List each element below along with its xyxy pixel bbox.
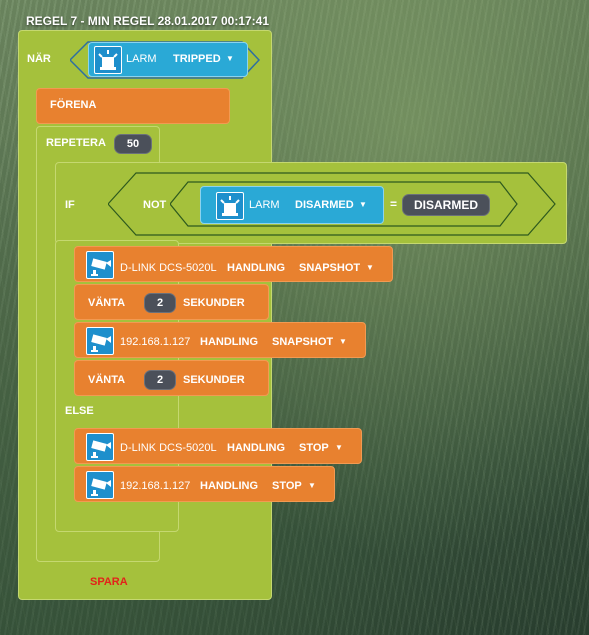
triangle-down-icon[interactable]: ▼ [339, 337, 347, 346]
wait-1-label: VÄNTA [88, 297, 126, 309]
rule-title: REGEL 7 - MIN REGEL 28.01.2017 00:17:41 [26, 14, 270, 28]
camera-icon [86, 433, 114, 461]
wait-2-label: VÄNTA [88, 374, 126, 386]
if-state-select[interactable]: DISARMED [295, 199, 354, 211]
siren-icon [94, 46, 122, 74]
else-action-2-label: HANDLING [200, 480, 259, 492]
camera-icon [86, 471, 114, 499]
save-button[interactable]: SPARA [90, 576, 128, 588]
if-device-name: LARM [249, 199, 280, 211]
combine-label: FÖRENA [50, 99, 97, 111]
else-action-1-label: HANDLING [227, 442, 286, 454]
else-action-block-camera-2[interactable] [74, 466, 335, 502]
else-action-2-device: 192.168.1.127 [120, 480, 191, 492]
not-label: NOT [143, 199, 167, 211]
camera-icon [86, 251, 114, 279]
action-2-select[interactable]: SNAPSHOT [272, 336, 334, 348]
action-1-label: HANDLING [227, 262, 286, 274]
when-event-select[interactable]: TRIPPED [173, 53, 221, 65]
action-1-device: D-LINK DCS-5020L [120, 262, 217, 274]
triangle-down-icon[interactable]: ▼ [226, 54, 234, 63]
repeat-count-input[interactable]: 50 [114, 134, 152, 154]
when-device-name: LARM [126, 53, 157, 65]
combine-block[interactable] [36, 88, 230, 124]
triangle-down-icon[interactable]: ▼ [308, 481, 316, 490]
triangle-down-icon[interactable]: ▼ [335, 443, 343, 452]
camera-icon [86, 327, 114, 355]
if-label: IF [65, 199, 75, 211]
repeat-label: REPETERA [46, 137, 106, 149]
triangle-down-icon[interactable]: ▼ [359, 200, 367, 209]
triangle-down-icon[interactable]: ▼ [366, 263, 374, 272]
else-action-2-select[interactable]: STOP [272, 480, 302, 492]
equals-operator: = [390, 197, 398, 211]
compare-value-input[interactable]: DISARMED [402, 194, 490, 216]
wait-2-input[interactable]: 2 [144, 370, 176, 390]
action-block-camera-1[interactable] [74, 246, 393, 282]
wait-1-unit: SEKUNDER [183, 297, 245, 309]
action-2-device: 192.168.1.127 [120, 336, 191, 348]
else-action-1-select[interactable]: STOP [299, 442, 329, 454]
else-label: ELSE [65, 405, 94, 417]
wait-2-unit: SEKUNDER [183, 374, 245, 386]
action-1-select[interactable]: SNAPSHOT [299, 262, 361, 274]
wait-1-input[interactable]: 2 [144, 293, 176, 313]
action-2-label: HANDLING [200, 336, 259, 348]
siren-icon [216, 192, 244, 220]
action-block-camera-2[interactable] [74, 322, 366, 358]
when-label: NÄR [27, 53, 51, 65]
else-action-1-device: D-LINK DCS-5020L [120, 442, 217, 454]
else-action-block-camera-1[interactable] [74, 428, 362, 464]
